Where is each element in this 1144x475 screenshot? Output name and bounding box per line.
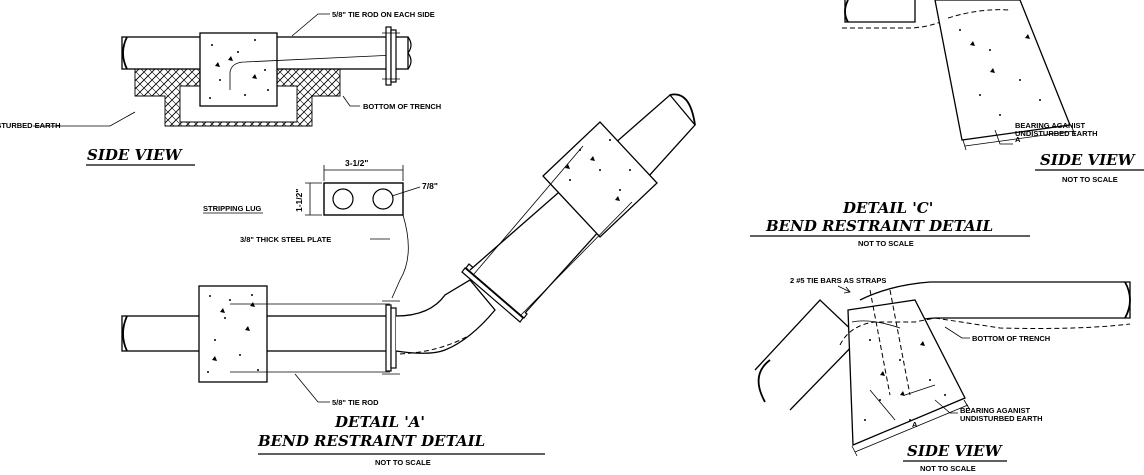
bend-a (395, 279, 496, 355)
side-view-lower-scale: NOT TO SCALE (920, 464, 976, 473)
bearing-label-c-2: UNDISTURBED EARTH (1015, 129, 1098, 138)
detail-c-scale-note: NOT TO SCALE (858, 239, 914, 248)
detail-a-scale-note: NOT TO SCALE (375, 458, 431, 467)
dim-a-c: A (1015, 135, 1021, 144)
thrust-block-lower (847, 299, 966, 446)
bearing-label-c-1: BEARING AGANIST (1015, 121, 1086, 130)
detail-c-side-view: A BEARING AGANIST UNDISTURBED EARTH SIDE… (750, 0, 1144, 248)
stripping-lug: 3-1/2" 1-1/2" 7/8" STRIPPING LUG 3/8" TH… (203, 158, 438, 299)
detail-a-subtitle: BEND RESTRAINT DETAIL (257, 432, 485, 450)
lug-height-dim: 1-1/2" (294, 189, 304, 212)
side-view-a-title: SIDE VIEW (87, 146, 184, 164)
detail-a: 5/8" TIE ROD DETAIL 'A' BEND RESTRAINT D… (121, 93, 696, 467)
tie-rod-side-a (229, 54, 396, 90)
flange-side-a (382, 26, 400, 86)
bottom-of-trench-lower: BOTTOM OF TRENCH (972, 334, 1050, 343)
side-view-a: 5/8" TIE ROD ON EACH SIDE UNDISTURBED EA… (0, 10, 441, 166)
bearing-label-lower-2: UNDISTURBED EARTH (960, 414, 1043, 423)
undisturbed-earth-label: UNDISTURBED EARTH (0, 121, 61, 130)
bottom-of-trench-label: BOTTOM OF TRENCH (363, 102, 441, 111)
side-view-lower: 2 #5 TIE BARS AS STRAPS BOTTOM OF TRENCH… (754, 276, 1131, 473)
detail-c-title: DETAIL 'C' (842, 199, 933, 217)
detail-c-subtitle: BEND RESTRAINT DETAIL (765, 217, 993, 235)
steel-plate-label: 3/8" THICK STEEL PLATE (240, 235, 331, 244)
bearing-label-lower-1: BEARING AGANIST (960, 406, 1031, 415)
detail-c-side-view-scale: NOT TO SCALE (1062, 175, 1118, 184)
tie-rod-label-a: 5/8" TIE ROD (332, 398, 379, 407)
tie-rod-each-side-label: 5/8" TIE ROD ON EACH SIDE (332, 10, 435, 19)
pipe-lower-left (754, 299, 861, 411)
thrust-block-a (198, 285, 268, 383)
stripping-lug-label: STRIPPING LUG (203, 204, 262, 213)
tie-bars-label: 2 #5 TIE BARS AS STRAPS (790, 276, 886, 285)
detail-a-title: DETAIL 'A' (334, 413, 425, 431)
lug-width-dim: 3-1/2" (345, 158, 368, 168)
hole-dim: 7/8" (422, 181, 438, 191)
thrust-block-side-a (199, 32, 278, 107)
side-view-lower-title: SIDE VIEW (907, 442, 1004, 460)
dim-a-lower: A (912, 420, 918, 429)
thrust-block-c (934, 0, 1071, 141)
detail-c-side-view-title: SIDE VIEW (1040, 151, 1137, 169)
thrust-block-diag-a (542, 121, 658, 238)
